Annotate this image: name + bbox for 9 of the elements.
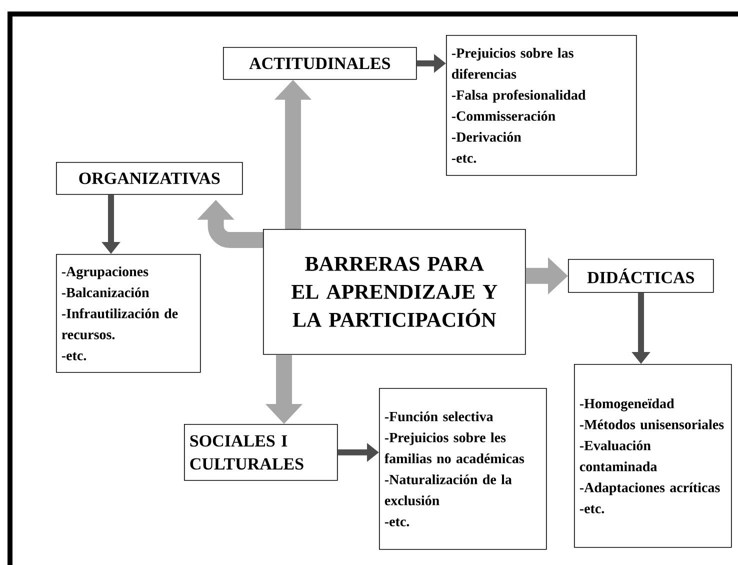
category-box: SOCIALES I CULTURALES [184,424,338,481]
list-box: -Homogeneïdad -Métodos unisensoriales -Evaluación contaminada -Adaptaciones acríticas -etc. [574,364,732,548]
list-box: -Agrupaciones -Balcanización -Infrautilización de recursos. -etc. [56,254,201,373]
category-box: DIDÁCTICAS [568,259,714,293]
list-box: -Prejuicios sobre las diferencias -Falsa profesionalidad -Commisseración -Derivación -etc. [446,35,637,176]
title-box: BARRERAS PARA EL APRENDIZAJE Y LA PARTICIPACIÓN [263,229,526,355]
category-box: ORGANIZATIVAS [56,162,243,195]
list-box: -Función selectiva -Prejuicios sobre les familias no académicas -Naturalización de la exclusión -etc. [379,388,547,550]
category-box: ACTITUDINALES [223,47,417,80]
